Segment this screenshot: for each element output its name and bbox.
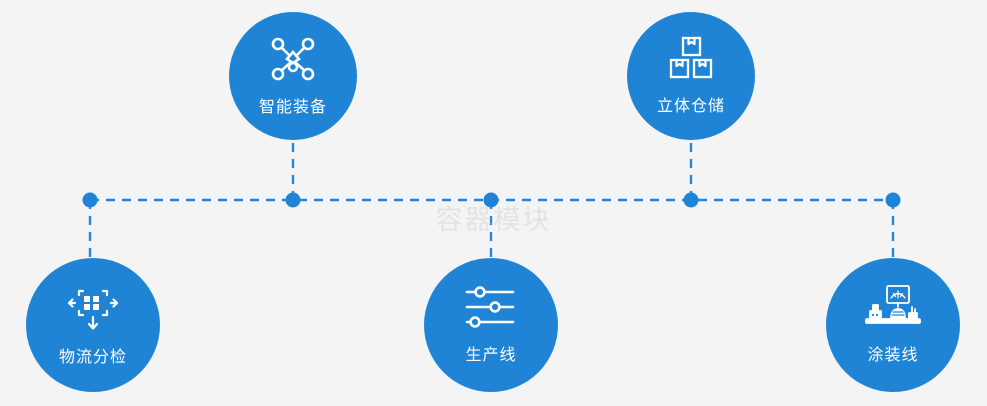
factory-monitor-icon [865,285,921,329]
node-label: 物流分检 [58,347,127,366]
stacked-boxes-icon [667,36,715,82]
junction-dot-3 [483,192,499,208]
network-nodes-icon [269,35,317,83]
node-label: 立体仓储 [656,96,725,115]
node-intelligent-equipment[interactable]: 智能装备 [229,12,357,140]
node-painting-line[interactable]: 涂装线 [826,258,960,392]
node-production-line[interactable]: 生产线 [424,258,558,392]
node-label: 生产线 [465,345,517,364]
sorting-arrows-icon [67,283,119,331]
junction-dot-5 [885,192,901,208]
junction-dot-1 [82,192,98,208]
junction-dot-2 [285,192,301,208]
sliders-icon [465,285,517,329]
junction-dot-4 [683,192,699,208]
node-logistics-sorting[interactable]: 物流分检 [26,258,160,392]
node-warehouse[interactable]: 立体仓储 [627,12,755,140]
node-label: 智能装备 [258,97,327,116]
node-label: 涂装线 [867,345,919,364]
